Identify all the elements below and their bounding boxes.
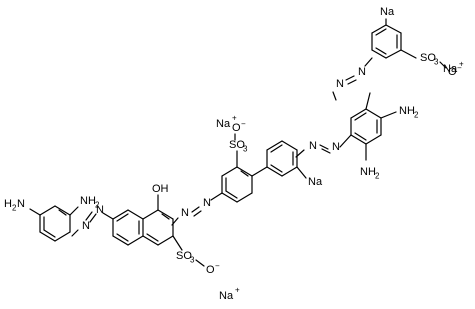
nh2-left-upper-sub: 2 (95, 201, 100, 210)
bond-azo-top-nn-2 (347, 79, 357, 85)
n-azo-low-1: N (203, 197, 211, 209)
o-minus-bottom-label: O (206, 264, 215, 276)
bond-ring-s-bottom (172, 235, 183, 251)
bond-s-o-bottom (195, 259, 205, 267)
bond-azo-top-2 (332, 91, 337, 101)
nh2-lower-sub: 2 (375, 172, 380, 181)
nh2-left-outer-sub: 2 (12, 204, 17, 213)
nh2-left-outer-n: N (17, 198, 25, 210)
top-right-phenyl-ring (371, 24, 402, 59)
naphthalene-left-ring (112, 209, 144, 246)
bond-azo-low-nn-2 (193, 210, 202, 217)
bond-ring-azo-top (365, 92, 371, 110)
nh2-left-outer-h: H (4, 198, 12, 210)
nh2-left-upper-label: NH (80, 195, 96, 207)
nh2-upper-label: NH (399, 105, 415, 117)
biphenyl-right-ring (266, 140, 298, 177)
bond-azo-low-nn (191, 206, 200, 213)
na-ring-label: Na (308, 176, 323, 188)
na-ion-right-label: Na (443, 63, 458, 75)
nh2-lower-label: NH (360, 166, 376, 178)
bond-s-o-top (439, 61, 447, 69)
bond-azo-left-2 (71, 229, 79, 237)
so3-top-subscript: 3 (434, 58, 439, 67)
naphthalene-right-ring (142, 209, 174, 246)
minus-mid: − (241, 120, 246, 129)
bond-nh2-upper (380, 111, 397, 119)
biphenyl-left-ring (221, 166, 253, 203)
o-minus-mid-label: O (232, 122, 241, 134)
so3-bottom-label: SO (176, 250, 192, 262)
bond-azo-mid-nn-2 (321, 148, 331, 154)
n-azo-mid-1: N (332, 141, 340, 153)
s-mid-label: SO (229, 139, 245, 151)
bond-na-ring (296, 166, 307, 179)
n-azo-left-2: N (82, 220, 90, 232)
n-azo-low-2: N (181, 207, 189, 219)
oh-label: OH (152, 183, 169, 195)
na-ion-mid-label: Na (216, 118, 231, 130)
minus-bottom: − (215, 262, 220, 271)
bond-azo-top-1 (364, 57, 373, 67)
bond-azo-left-1 (102, 212, 114, 220)
bond-azo-left-nn-2 (89, 213, 97, 223)
bond-azo-top-nn (345, 75, 355, 81)
minus-top: − (457, 64, 462, 73)
na-ion-bottom-plus: + (235, 286, 240, 295)
bond-azo-left-nn (85, 211, 93, 221)
so3-bottom-subscript: 3 (190, 256, 195, 265)
nh2-upper-sub: 2 (414, 111, 419, 120)
diamino-phenyl-ring (350, 108, 382, 145)
bond-nh2-left-outer (29, 208, 41, 216)
n-azo-top-1: N (358, 66, 366, 78)
na-ion-right-plus: + (459, 60, 464, 69)
bond-ring-s-top (400, 49, 417, 59)
n-azo-mid-2: N (309, 140, 317, 152)
na-top-label: Na (380, 6, 395, 18)
so3-top-label: SO (420, 52, 436, 64)
na-ion-mid-plus: + (232, 114, 237, 123)
bond-azo-mid-1 (339, 134, 352, 148)
bond-azo-low-1 (210, 192, 223, 201)
bond-nh2-left-upper (69, 206, 79, 216)
o-minus-top-label: O (448, 66, 457, 78)
bond-azo-mid-nn (319, 144, 329, 150)
n-azo-left-1: N (96, 204, 104, 216)
left-diaminophenyl-ring (39, 205, 71, 242)
n-azo-top-2: N (336, 78, 344, 90)
na-ion-bottom-label: Na (219, 290, 234, 302)
so3-mid-subscript: 3 (243, 145, 248, 154)
bond-biphenyl (251, 166, 268, 177)
